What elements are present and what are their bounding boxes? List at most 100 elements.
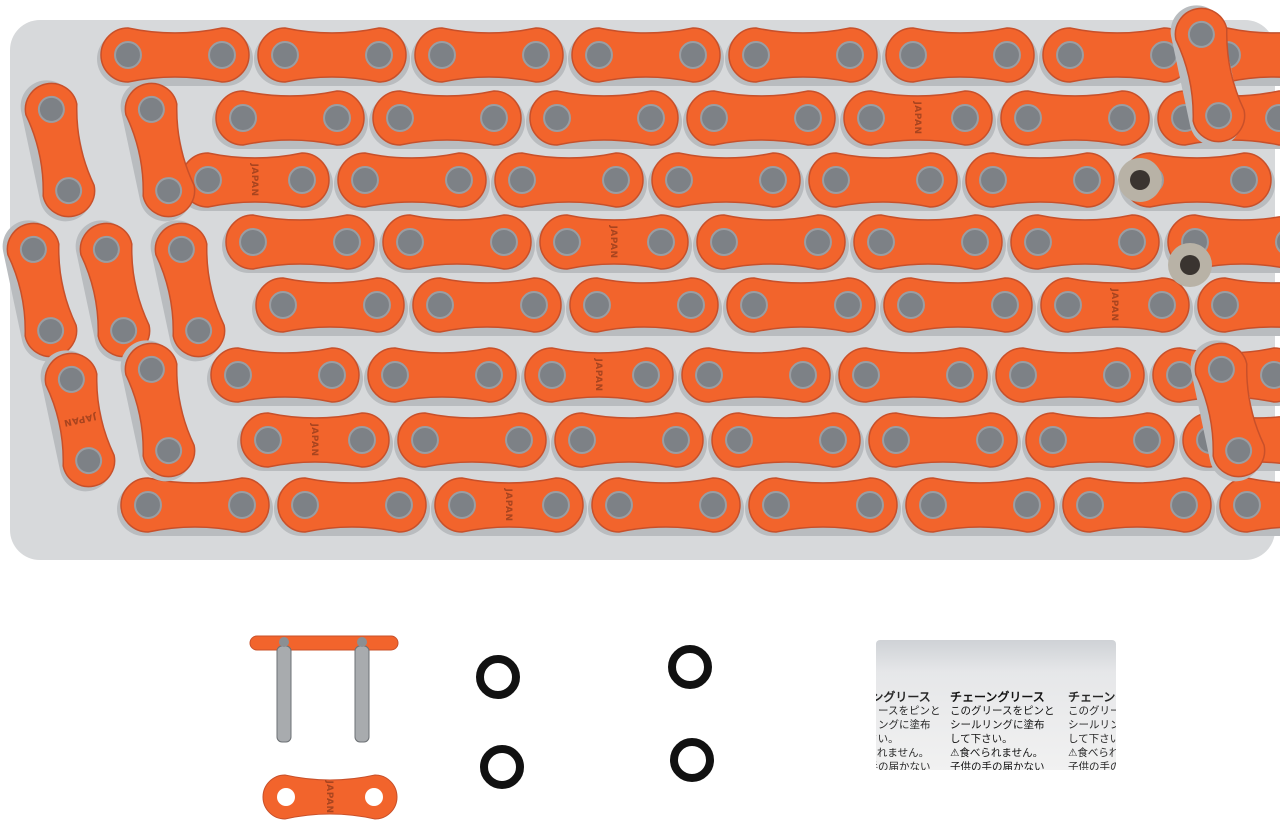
pin-head xyxy=(699,491,727,519)
pin-head xyxy=(700,104,728,132)
pin-head xyxy=(348,426,376,454)
pin-head xyxy=(857,104,885,132)
pin-head xyxy=(229,104,257,132)
pin-head xyxy=(167,235,195,263)
chain-link xyxy=(364,347,520,406)
chain-link xyxy=(725,27,881,86)
pin-head xyxy=(185,317,213,345)
pin-head xyxy=(1205,102,1233,130)
link-plate xyxy=(696,214,846,270)
pin-head xyxy=(448,491,476,519)
bushing-hole xyxy=(1130,170,1150,190)
pin-head xyxy=(55,177,83,205)
grease-title: チェーングリース xyxy=(1068,690,1116,704)
chain-link xyxy=(411,27,567,86)
pin-head xyxy=(583,291,611,319)
link-plate xyxy=(414,27,564,83)
side-plate-hole xyxy=(365,788,383,806)
pin-head xyxy=(1150,41,1178,69)
link-plate xyxy=(569,277,719,333)
pin-head xyxy=(386,104,414,132)
pin-head xyxy=(605,491,633,519)
link-plate xyxy=(225,214,375,270)
pin-head xyxy=(742,41,770,69)
link-marking: JAPAN xyxy=(593,357,603,391)
pin-head xyxy=(677,291,705,319)
bushing-hole xyxy=(1180,255,1200,275)
pin-head xyxy=(1211,291,1239,319)
pin-head xyxy=(1233,491,1261,519)
pin-head xyxy=(505,426,533,454)
pin-head xyxy=(553,228,581,256)
pin-head xyxy=(852,361,880,389)
chain-link xyxy=(75,220,151,362)
pin-head xyxy=(1014,104,1042,132)
pin-head xyxy=(365,41,393,69)
link-plate xyxy=(215,90,365,146)
grease-warning: ⚠食べられません。 xyxy=(950,746,1054,760)
chain-link xyxy=(274,477,430,536)
link-plate xyxy=(255,277,405,333)
grease-line: シールリングに塗布 xyxy=(1068,719,1116,731)
pin-head xyxy=(445,166,473,194)
link-plate xyxy=(240,412,390,468)
grease-line: このグリースをピンと xyxy=(1068,705,1116,717)
link-marking: JAPAN xyxy=(309,422,319,456)
pin-head xyxy=(1056,41,1084,69)
chain-link: JAPAN xyxy=(40,350,116,492)
pin-head xyxy=(1225,437,1253,465)
chain-link: JAPAN xyxy=(1216,477,1280,536)
chain-link: JAPAN xyxy=(521,347,677,406)
pin-head xyxy=(228,491,256,519)
link-plate xyxy=(681,347,831,403)
chain-link xyxy=(222,214,378,273)
pin-head xyxy=(357,637,367,647)
chain-link xyxy=(117,477,273,536)
chain-link: JAPAN xyxy=(840,90,996,149)
chain-link xyxy=(369,90,525,149)
chain-link xyxy=(120,340,196,482)
pin-head xyxy=(1076,491,1104,519)
link-plate xyxy=(494,152,644,208)
link-plate xyxy=(1000,90,1150,146)
warning-text: 食べられません。 xyxy=(959,747,1044,759)
pin-head xyxy=(665,166,693,194)
pin-head xyxy=(1207,355,1235,383)
pin-head xyxy=(318,361,346,389)
chain-link xyxy=(962,152,1118,211)
pin-head xyxy=(867,228,895,256)
chain-link xyxy=(683,90,839,149)
link-plate xyxy=(1040,277,1190,333)
grease-line: 子供の手の届かない xyxy=(950,761,1045,770)
warning-text: 食べられません。 xyxy=(1077,747,1116,759)
pin-head xyxy=(882,426,910,454)
link-plate xyxy=(372,90,522,146)
pin-head xyxy=(1133,426,1161,454)
chain-link xyxy=(882,27,1038,86)
pin-head xyxy=(490,228,518,256)
pin-head xyxy=(710,228,738,256)
link-plate xyxy=(843,90,993,146)
chain-link xyxy=(1007,214,1163,273)
chain-link xyxy=(379,214,535,273)
link-plate xyxy=(100,27,250,83)
chain-link xyxy=(551,412,707,471)
pin-head xyxy=(19,235,47,263)
pin-head xyxy=(239,228,267,256)
chain-link xyxy=(491,152,647,211)
link-marking: JAPAN xyxy=(249,162,259,196)
pin-head xyxy=(637,104,665,132)
link-marking: JAPAN xyxy=(608,224,618,258)
pin-head xyxy=(804,228,832,256)
master-link-pin xyxy=(276,645,292,743)
grease-line: このグリースをピンと xyxy=(876,705,941,717)
link-plate xyxy=(711,412,861,468)
chain-link xyxy=(693,214,849,273)
chain-link xyxy=(1190,340,1266,482)
master-link-plate xyxy=(249,635,399,651)
pin-head xyxy=(725,426,753,454)
grease-packet: チェーングリース このグリースをピンと シールリングに塗布 して下さい。 ⚠食べ… xyxy=(876,640,1116,770)
pin-head xyxy=(75,447,103,475)
pin-head xyxy=(1166,361,1194,389)
pin-head xyxy=(37,317,65,345)
